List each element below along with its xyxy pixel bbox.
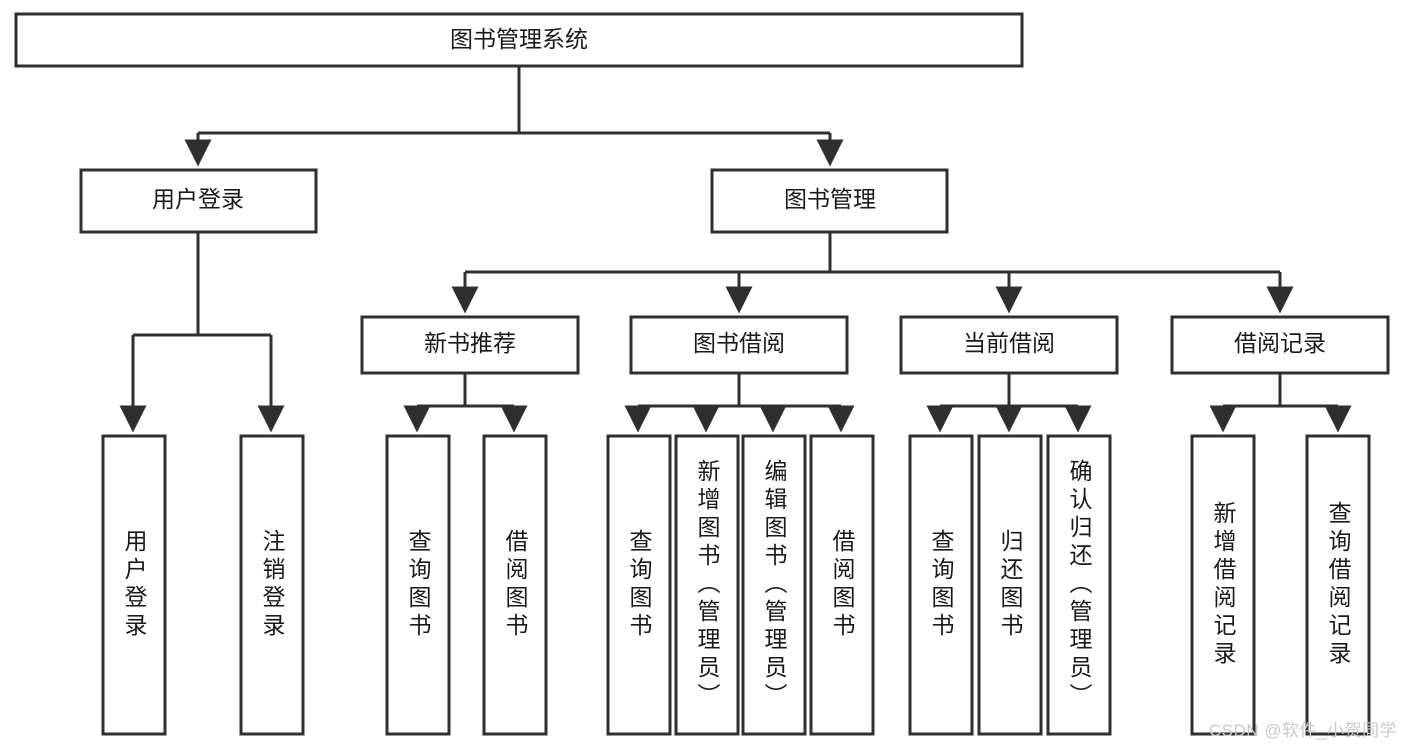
- edge-group-book-mgmt: [451, 232, 1294, 314]
- node-leaf-return-book[interactable]: 归还图书: [977, 434, 1043, 736]
- node-leaf-user-login[interactable]: 用户登录: [101, 434, 167, 736]
- node-leaf-query-book-3-label: 查询图书: [928, 529, 955, 641]
- node-leaf-query-book-1[interactable]: 查询图书: [385, 434, 451, 736]
- node-leaf-query-book-3[interactable]: 查询图书: [908, 434, 974, 736]
- node-book-borrow-box[interactable]: [629, 315, 849, 375]
- node-leaf-add-book-box[interactable]: [674, 434, 740, 736]
- node-leaf-query-record[interactable]: 查询借阅记录: [1305, 434, 1371, 736]
- node-user-login[interactable]: 用户登录: [79, 168, 318, 234]
- node-borrow-record[interactable]: 借阅记录: [1170, 315, 1390, 375]
- node-new-book-rec-box[interactable]: [360, 315, 580, 375]
- node-root[interactable]: 图书管理系统: [14, 12, 1024, 68]
- node-leaf-query-book-2[interactable]: 查询图书: [606, 434, 672, 736]
- node-new-book-rec-label: 新书推荐: [424, 330, 516, 356]
- node-current-borrow[interactable]: 当前借阅: [899, 315, 1119, 375]
- node-leaf-add-book[interactable]: 新增图书（管理员）: [674, 434, 740, 736]
- node-new-book-rec[interactable]: 新书推荐: [360, 315, 580, 375]
- node-leaf-user-login-label: 用户登录: [121, 529, 148, 641]
- node-book-mgmt-label: 图书管理: [784, 186, 876, 212]
- node-leaf-query-book-1-label: 查询图书: [405, 529, 432, 641]
- node-leaf-add-record-label: 新增借阅记录: [1210, 501, 1237, 669]
- node-leaf-borrow-book-1-box[interactable]: [482, 434, 548, 736]
- node-current-borrow-label: 当前借阅: [963, 330, 1055, 356]
- node-leaf-confirm-return[interactable]: 确认归还（管理员）: [1046, 434, 1112, 736]
- node-leaf-borrow-book-2-box[interactable]: [809, 434, 875, 736]
- node-root-label: 图书管理系统: [450, 26, 588, 52]
- node-user-login-box[interactable]: [79, 168, 318, 234]
- node-leaf-edit-book-label: 编辑图书（管理员）: [761, 459, 788, 711]
- node-user-login-label: 用户登录: [152, 186, 244, 212]
- edge-group-book-borrow: [624, 373, 855, 433]
- node-leaf-query-book-2-box[interactable]: [606, 434, 672, 736]
- node-leaf-add-record[interactable]: 新增借阅记录: [1190, 434, 1256, 736]
- node-leaf-confirm-return-box[interactable]: [1046, 434, 1112, 736]
- node-leaf-return-book-box[interactable]: [977, 434, 1043, 736]
- node-leaf-borrow-book-1-label: 借阅图书: [502, 529, 529, 641]
- edge-group-root: [184, 66, 844, 167]
- node-root-box[interactable]: [14, 12, 1024, 68]
- node-borrow-record-label: 借阅记录: [1234, 330, 1326, 356]
- node-leaf-borrow-book-1[interactable]: 借阅图书: [482, 434, 548, 736]
- node-borrow-record-box[interactable]: [1170, 315, 1390, 375]
- node-book-borrow[interactable]: 图书借阅: [629, 315, 849, 375]
- node-leaf-edit-book-box[interactable]: [741, 434, 807, 736]
- node-leaf-return-book-label: 归还图书: [997, 529, 1024, 641]
- node-leaf-add-book-label: 新增图书（管理员）: [694, 459, 721, 711]
- edge-group-current-borrow: [926, 373, 1092, 433]
- node-current-borrow-box[interactable]: [899, 315, 1119, 375]
- node-leaf-logout[interactable]: 注销登录: [239, 434, 305, 736]
- node-leaf-add-record-box[interactable]: [1190, 434, 1256, 736]
- edge-group-new-book-rec: [403, 373, 528, 433]
- node-book-mgmt-box[interactable]: [710, 168, 949, 234]
- node-book-borrow-label: 图书借阅: [693, 330, 785, 356]
- node-leaf-edit-book[interactable]: 编辑图书（管理员）: [741, 434, 807, 736]
- edge-group-borrow-record: [1209, 373, 1352, 433]
- node-leaf-user-login-box[interactable]: [101, 434, 167, 736]
- node-leaf-confirm-return-label: 确认归还（管理员）: [1066, 459, 1093, 711]
- node-book-mgmt[interactable]: 图书管理: [710, 168, 949, 234]
- node-leaf-query-record-box[interactable]: [1305, 434, 1371, 736]
- node-leaf-logout-label: 注销登录: [259, 529, 286, 641]
- node-leaf-query-book-3-box[interactable]: [908, 434, 974, 736]
- edge-group-user-login: [119, 232, 285, 433]
- node-leaf-borrow-book-2-label: 借阅图书: [829, 529, 856, 641]
- node-leaf-query-book-1-box[interactable]: [385, 434, 451, 736]
- node-leaf-query-book-2-label: 查询图书: [626, 529, 653, 641]
- node-leaf-borrow-book-2[interactable]: 借阅图书: [809, 434, 875, 736]
- node-leaf-logout-box[interactable]: [239, 434, 305, 736]
- node-leaf-query-record-label: 查询借阅记录: [1325, 501, 1352, 669]
